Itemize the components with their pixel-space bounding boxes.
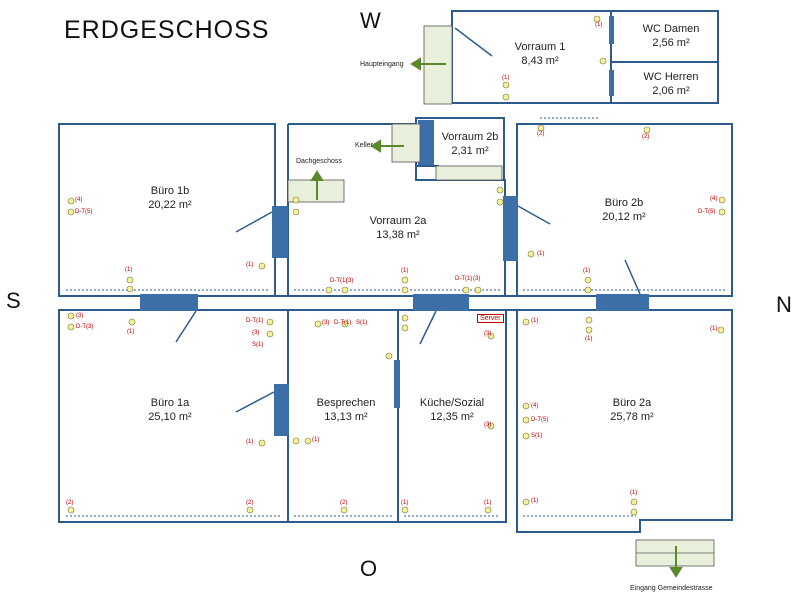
annot-n1: (1) [531, 318, 539, 324]
annot-s1: S(1) [252, 342, 264, 348]
room-name: Besprechen [316, 397, 376, 409]
annot-n1: (1) [583, 268, 591, 274]
label-eingang: Eingang Gemeindestrasse [630, 585, 713, 592]
room-vorraum2a: Vorraum 2a 13,38 m² [356, 214, 440, 242]
compass-north: N [776, 292, 792, 317]
room-area: 13,13 m² [324, 411, 368, 423]
annot-dt1: D-T(1) [246, 318, 264, 324]
annot-dt5: D-T(5) [531, 417, 549, 423]
room-area: 2,31 m² [451, 145, 489, 157]
annot-n1: (1) [246, 439, 254, 445]
room-area: 25,78 m² [610, 411, 654, 423]
annot-n2: (2) [537, 131, 545, 137]
fixture-symbols [67, 15, 726, 516]
annot-n1: (1) [531, 498, 539, 504]
annot-dt1: D-T(1) [330, 278, 348, 284]
room-name: Vorraum 2b [441, 131, 499, 143]
room-name: Küche/Sozial [419, 397, 485, 409]
annot-n4: (4) [710, 196, 718, 202]
room-vorraum1: Vorraum 1 8,43 m² [500, 40, 580, 68]
room-name: Büro 1a [150, 397, 190, 409]
annot-n3: (3) [322, 320, 330, 326]
annot-n3: (3) [473, 276, 481, 282]
room-area: 2,06 m² [652, 85, 690, 97]
annot-n2: (2) [340, 500, 348, 506]
room-area: 8,43 m² [521, 55, 559, 67]
room-buero2b: Büro 2b 20,12 m² [582, 196, 666, 224]
label-keller: Keller [355, 142, 373, 149]
annot-n3: (3) [484, 422, 492, 428]
annot-n3: (3) [76, 313, 84, 319]
room-besprechen: Besprechen 13,13 m² [306, 396, 386, 424]
annot-dt1: D-T(1) [334, 320, 352, 326]
annot-n4: (4) [75, 197, 83, 203]
room-name: Büro 2a [612, 397, 652, 409]
doors [140, 16, 649, 436]
annot-n1: (1) [585, 336, 593, 342]
annot-n4: (4) [531, 403, 539, 409]
annot-n1: (1) [127, 329, 135, 335]
inner-dotted-walls [66, 117, 726, 517]
room-area: 20,22 m² [148, 199, 192, 211]
label-server: Server [477, 314, 504, 323]
annot-n1: (1) [484, 500, 492, 506]
compass-west: W [360, 8, 381, 33]
room-vorraum2b: Vorraum 2b 2,31 m² [432, 130, 508, 158]
annot-n3: (3) [484, 331, 492, 337]
annot-n2: (2) [66, 500, 74, 506]
room-name: WC Herren [643, 71, 699, 83]
room-wc-damen: WC Damen 2,56 m² [628, 22, 714, 50]
annot-s1: S(1) [531, 433, 543, 439]
label-haupteingang: Haupteingang [360, 61, 404, 68]
door-swings [175, 27, 641, 413]
annot-n1: (1) [630, 490, 638, 496]
compass-south: S [6, 288, 21, 313]
compass-east: O [360, 556, 378, 581]
annot-n2: (2) [642, 134, 650, 140]
room-name: Vorraum 1 [514, 41, 566, 53]
annot-n1: (1) [401, 500, 409, 506]
annot-dt1: D-T(1) [455, 276, 473, 282]
room-buero2a: Büro 2a 25,78 m² [590, 396, 674, 424]
room-name: Büro 1b [150, 185, 190, 197]
room-kueche: Küche/Sozial 12,35 m² [410, 396, 494, 424]
annot-n1: (1) [246, 262, 254, 268]
annot-n1: (1) [502, 75, 510, 81]
annot-n3: (3) [252, 330, 260, 336]
annot-n1: (1) [595, 22, 603, 28]
room-wc-herren: WC Herren 2,06 m² [628, 70, 714, 98]
annot-n1: (1) [125, 267, 133, 273]
annot-s1: S(1) [356, 320, 368, 326]
room-area: 2,56 m² [652, 37, 690, 49]
annot-n2: (2) [246, 500, 254, 506]
room-area: 13,38 m² [376, 229, 420, 241]
annot-n1: (1) [710, 326, 718, 332]
room-area: 12,35 m² [430, 411, 474, 423]
arrows [310, 57, 683, 578]
room-name: WC Damen [642, 23, 700, 35]
annot-dt3: D-T(3) [76, 324, 94, 330]
annot-dt5: D-T(5) [75, 209, 93, 215]
annot-n1: (1) [401, 268, 409, 274]
annot-n3: (3) [346, 278, 354, 284]
annot-n1: (1) [537, 251, 545, 257]
annot-dt5: D-T(5) [698, 209, 716, 215]
room-buero1a: Büro 1a 25,10 m² [128, 396, 212, 424]
room-area: 25,10 m² [148, 411, 192, 423]
page-title: ERDGESCHOSS [64, 16, 270, 44]
annot-n1: (1) [312, 437, 320, 443]
label-dachgeschoss: Dachgeschoss [296, 158, 342, 165]
room-name: Büro 2b [604, 197, 644, 209]
room-area: 20,12 m² [602, 211, 646, 223]
room-name: Vorraum 2a [369, 215, 427, 227]
room-buero1b: Büro 1b 20,22 m² [128, 184, 212, 212]
